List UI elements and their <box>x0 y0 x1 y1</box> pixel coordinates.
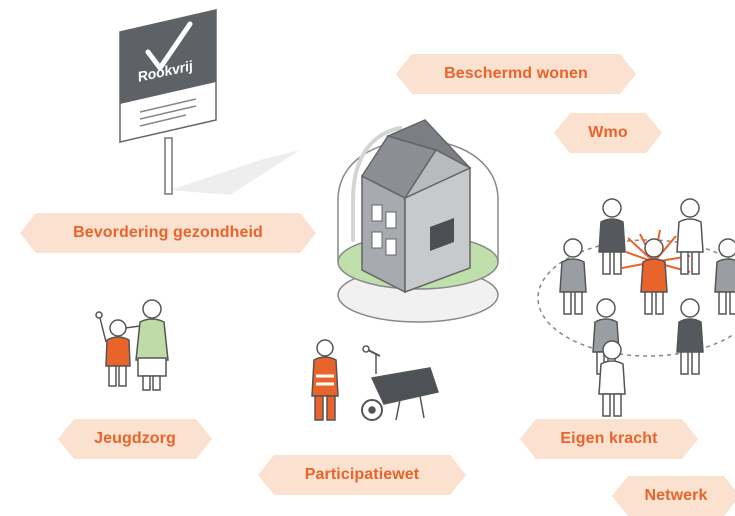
network-person <box>714 238 735 315</box>
tag-jeugdzorg[interactable]: Jeugdzorg <box>58 419 212 459</box>
tag-bevordering-gezondheid[interactable]: Bevordering gezondheid <box>20 213 316 253</box>
network-person <box>676 198 704 275</box>
network-person <box>676 298 704 375</box>
participatiewet-worker <box>311 339 439 421</box>
jeugdzorg-figures <box>95 299 169 391</box>
tag-wmo[interactable]: Wmo <box>554 113 662 153</box>
house-bell-jar <box>337 119 499 323</box>
tag-eigen-kracht[interactable]: Eigen kracht <box>520 419 698 459</box>
tag-participatiewet[interactable]: Participatiewet <box>258 455 466 495</box>
tag-netwerk[interactable]: Netwerk <box>612 476 735 516</box>
network-person <box>598 340 626 417</box>
network-person <box>640 238 668 315</box>
network-person <box>559 238 587 315</box>
network-person <box>598 198 626 275</box>
rookvrij-sign <box>119 9 300 195</box>
tag-beschermd-wonen[interactable]: Beschermd wonen <box>396 54 636 94</box>
people-group <box>559 198 735 417</box>
